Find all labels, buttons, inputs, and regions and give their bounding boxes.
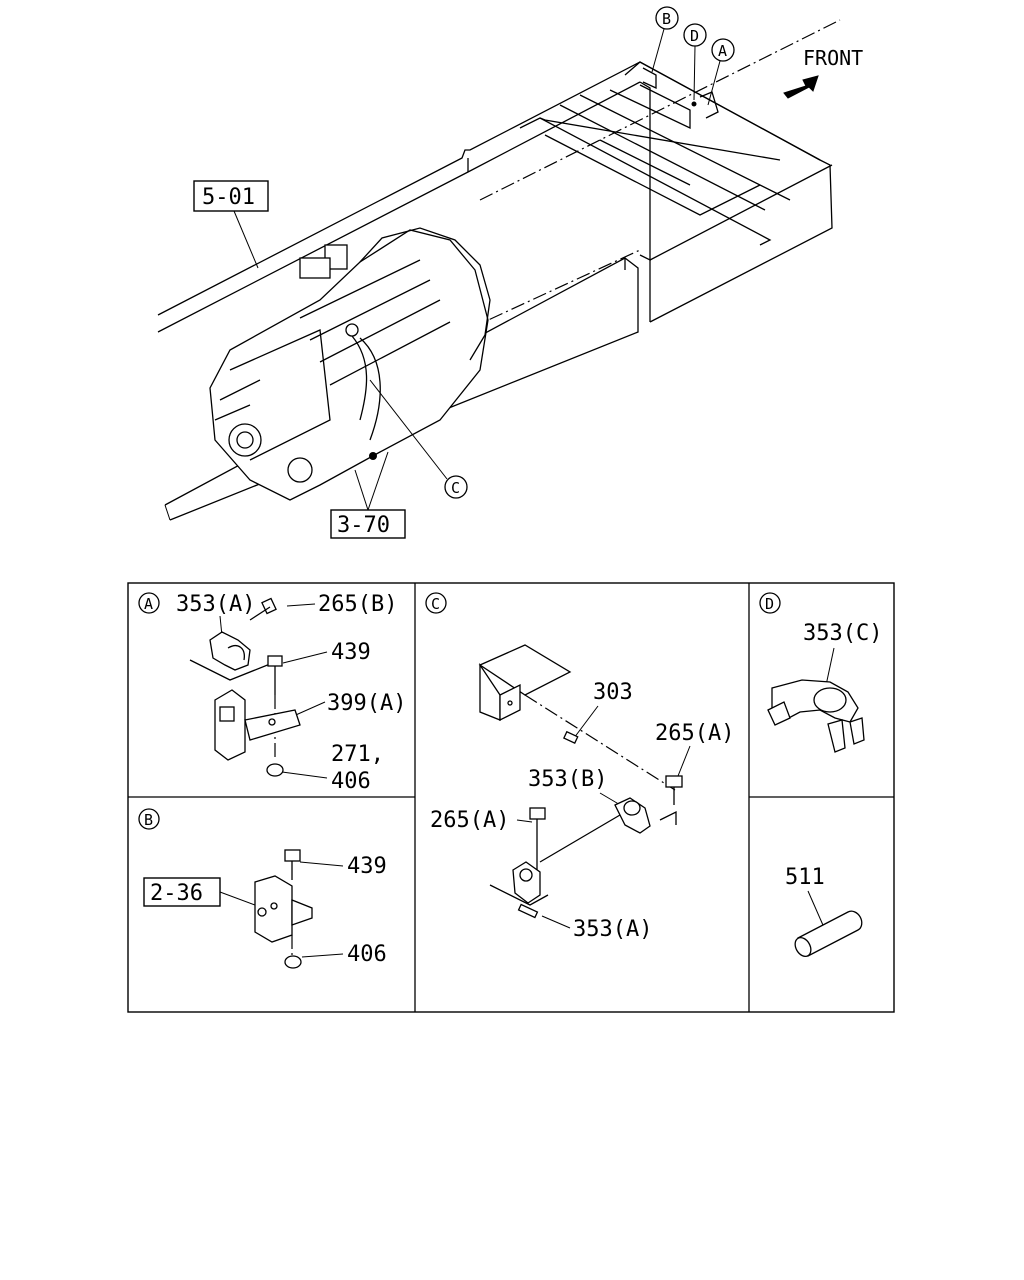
frame-rail-drawing <box>157 19 841 521</box>
callout-b: B <box>662 10 671 28</box>
callout-b-circle <box>655 6 679 30</box>
panel-d-letter-circle <box>759 592 781 614</box>
part-439: 439 <box>331 640 371 665</box>
panel-b-letter-circle <box>138 808 160 830</box>
panel-c-letter: C <box>431 595 440 613</box>
ref-2-36: 2-36 <box>150 881 203 906</box>
callout-c-circle <box>444 475 468 499</box>
panel-e: 511 <box>785 865 863 957</box>
transmission-drawing <box>209 227 491 501</box>
part-353b: 353(B) <box>528 767 607 792</box>
front-arrow-icon <box>783 75 819 99</box>
detail-panels-grid <box>127 582 895 1013</box>
panel-c: C 303 265(A) 353(B) 265(A) 353(A) <box>425 592 734 942</box>
part-271: 271, <box>331 742 384 767</box>
ref-transmission: 3-70 <box>330 451 406 539</box>
ref-transmission-label: 3-70 <box>337 513 390 538</box>
part-353a-c: 353(A) <box>573 917 652 942</box>
front-label: FRONT <box>803 46 863 70</box>
part-265a-right: 265(A) <box>655 721 734 746</box>
part-265a-left: 265(A) <box>430 808 509 833</box>
callout-c: C <box>451 479 460 497</box>
panel-a-letter: A <box>144 595 153 613</box>
part-353a: 353(A) <box>176 592 255 617</box>
part-265b: 265(B) <box>318 592 397 617</box>
part-511: 511 <box>785 865 825 890</box>
panel-c-letter-circle <box>425 592 447 614</box>
part-439-b: 439 <box>347 854 387 879</box>
panel-b: B 2-36 439 406 <box>138 808 387 969</box>
part-303: 303 <box>593 680 633 705</box>
panel-a-letter-circle <box>138 592 160 614</box>
panel-d: D 353(C) <box>759 592 882 753</box>
panel-b-letter: B <box>144 811 153 829</box>
part-353c: 353(C) <box>803 621 882 646</box>
top-callouts: B D A C <box>369 6 735 499</box>
part-399a: 399(A) <box>327 691 406 716</box>
ref-frame-label: 5-01 <box>202 185 255 210</box>
ref-frame: 5-01 <box>193 180 269 269</box>
part-406: 406 <box>331 769 371 794</box>
panel-d-letter: D <box>765 595 774 613</box>
callout-d: D <box>690 27 699 45</box>
panel-a: A 353(A) 265(B) 439 399(A) 271, 406 <box>138 592 406 794</box>
callout-a: A <box>718 42 727 60</box>
front-indicator: FRONT <box>783 46 863 99</box>
callout-a-circle <box>711 38 735 62</box>
part-406-b: 406 <box>347 942 387 967</box>
